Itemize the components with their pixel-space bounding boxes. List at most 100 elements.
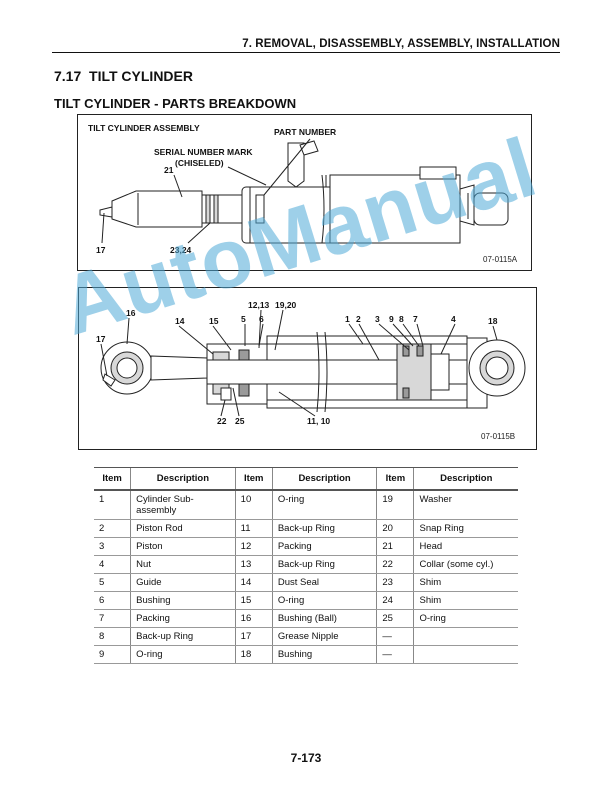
part-number-plate-shape	[255, 194, 265, 224]
label-11-10: 11, 10	[307, 416, 330, 426]
label-serial-mark: SERIAL NUMBER MARK	[154, 147, 253, 157]
cell-description: Guide	[130, 573, 236, 592]
cell-item: 7	[94, 609, 131, 628]
nut-shape	[430, 353, 450, 391]
cell-description: Back-up Ring	[271, 555, 377, 574]
label-17: 17	[96, 334, 106, 344]
cell-item: 16	[234, 609, 273, 628]
label-7: 7	[413, 314, 418, 324]
cell-item: 23	[376, 573, 414, 592]
cell-item: 9	[94, 645, 131, 664]
parts-breakdown-title: TILT CYLINDER - PARTS BREAKDOWN	[54, 96, 297, 111]
section-title: 7.17 TILT CYLINDER	[54, 68, 193, 84]
cell-description: Bushing	[130, 591, 236, 610]
label-17: 17	[96, 245, 106, 255]
label-5: 5	[241, 314, 246, 324]
label-6: 6	[259, 314, 264, 324]
port-fitting-shape	[287, 142, 305, 188]
label-23-24: 23,24	[170, 245, 192, 255]
cell-item: 19	[376, 489, 414, 520]
cell-item: 24	[376, 591, 414, 610]
tilt-cylinder-assembly-figure: TILT CYLINDER ASSEMBLY PART NUMBER SERIA…	[77, 114, 532, 271]
label-18: 18	[488, 316, 498, 326]
cell-description: Shim	[413, 573, 518, 592]
cell-description: Dust Seal	[271, 573, 377, 592]
cell-item: 13	[234, 555, 273, 574]
parts-table: Item Description Item Description Item D…	[94, 467, 518, 664]
piston-shape	[396, 343, 432, 401]
label-12-13: 12,13	[248, 300, 270, 310]
cell-item: 14	[234, 573, 273, 592]
cell-item: 18	[234, 645, 273, 664]
cell-description: Back-up Ring	[271, 519, 377, 538]
piston-rod-section	[206, 359, 498, 385]
section-drawing: 16 14 15 5 6 12,13 19,20 1 2 3 9 8 7 4 1…	[96, 300, 526, 441]
label-25: 25	[235, 416, 245, 426]
label-16: 16	[126, 308, 136, 318]
label-21: 21	[164, 165, 174, 175]
label-9: 9	[389, 314, 394, 324]
cell-item: 4	[94, 555, 131, 574]
base-eye-shape	[473, 192, 509, 226]
figure-ref: 07-0115B	[481, 432, 515, 441]
col-header-item: Item	[94, 467, 131, 491]
cell-item: 17	[234, 627, 273, 646]
label-1: 1	[345, 314, 350, 324]
figure-ref: 07-0115A	[483, 255, 518, 264]
label-serial-mark-chiseled: (CHISELED)	[175, 158, 224, 168]
cell-description: Snap Ring	[413, 519, 518, 538]
cell-item: 12	[234, 537, 273, 556]
cell-item: —	[376, 645, 414, 664]
cell-description: O-ring	[130, 645, 236, 664]
cell-description: Head	[413, 537, 518, 556]
cell-item: 2	[94, 519, 131, 538]
col-header-description: Description	[271, 467, 377, 491]
cell-item: 1	[94, 489, 131, 520]
cell-description: Grease Nipple	[271, 627, 377, 646]
cell-item: 3	[94, 537, 131, 556]
table-header-row: Item Description Item Description Item D…	[94, 467, 518, 491]
cell-item: 5	[94, 573, 131, 592]
cell-description: Nut	[130, 555, 236, 574]
cell-item: 20	[376, 519, 414, 538]
cell-item: 25	[376, 609, 414, 628]
cell-item: 8	[94, 627, 131, 646]
cell-item: 15	[234, 591, 273, 610]
cell-item: 11	[234, 519, 273, 538]
figure-title: TILT CYLINDER ASSEMBLY	[88, 123, 200, 133]
label-15: 15	[209, 316, 219, 326]
cell-description: Back-up Ring	[130, 627, 236, 646]
cell-description: O-ring	[413, 609, 518, 628]
assembly-drawing: TILT CYLINDER ASSEMBLY PART NUMBER SERIA…	[88, 123, 518, 264]
chapter-header: 7. REMOVAL, DISASSEMBLY, ASSEMBLY, INSTA…	[52, 38, 560, 53]
cell-description: O-ring	[271, 591, 377, 610]
cell-description: Washer	[413, 489, 518, 520]
page-number: 7-173	[290, 751, 322, 765]
cell-item: 21	[376, 537, 414, 556]
label-3: 3	[375, 314, 380, 324]
label-4: 4	[451, 314, 456, 324]
cylinder-tube-top	[266, 335, 468, 345]
label-22: 22	[217, 416, 227, 426]
cell-description: Collar (some cyl.)	[413, 555, 518, 574]
cell-description	[413, 645, 518, 664]
cell-item: 10	[234, 489, 273, 520]
cell-description: Packing	[271, 537, 377, 556]
col-header-item: Item	[376, 467, 414, 491]
cell-item: 22	[376, 555, 414, 574]
cell-item: 6	[94, 591, 131, 610]
cell-description: Bushing (Ball)	[271, 609, 377, 628]
label-part-number: PART NUMBER	[274, 127, 336, 137]
cell-description: Piston	[130, 537, 236, 556]
grease-nipple-shape	[99, 206, 113, 218]
cell-description: Shim	[413, 591, 518, 610]
tilt-cylinder-section-figure: 16 14 15 5 6 12,13 19,20 1 2 3 9 8 7 4 1…	[78, 287, 537, 450]
cell-description: Cylinder Sub-assembly	[130, 489, 236, 520]
